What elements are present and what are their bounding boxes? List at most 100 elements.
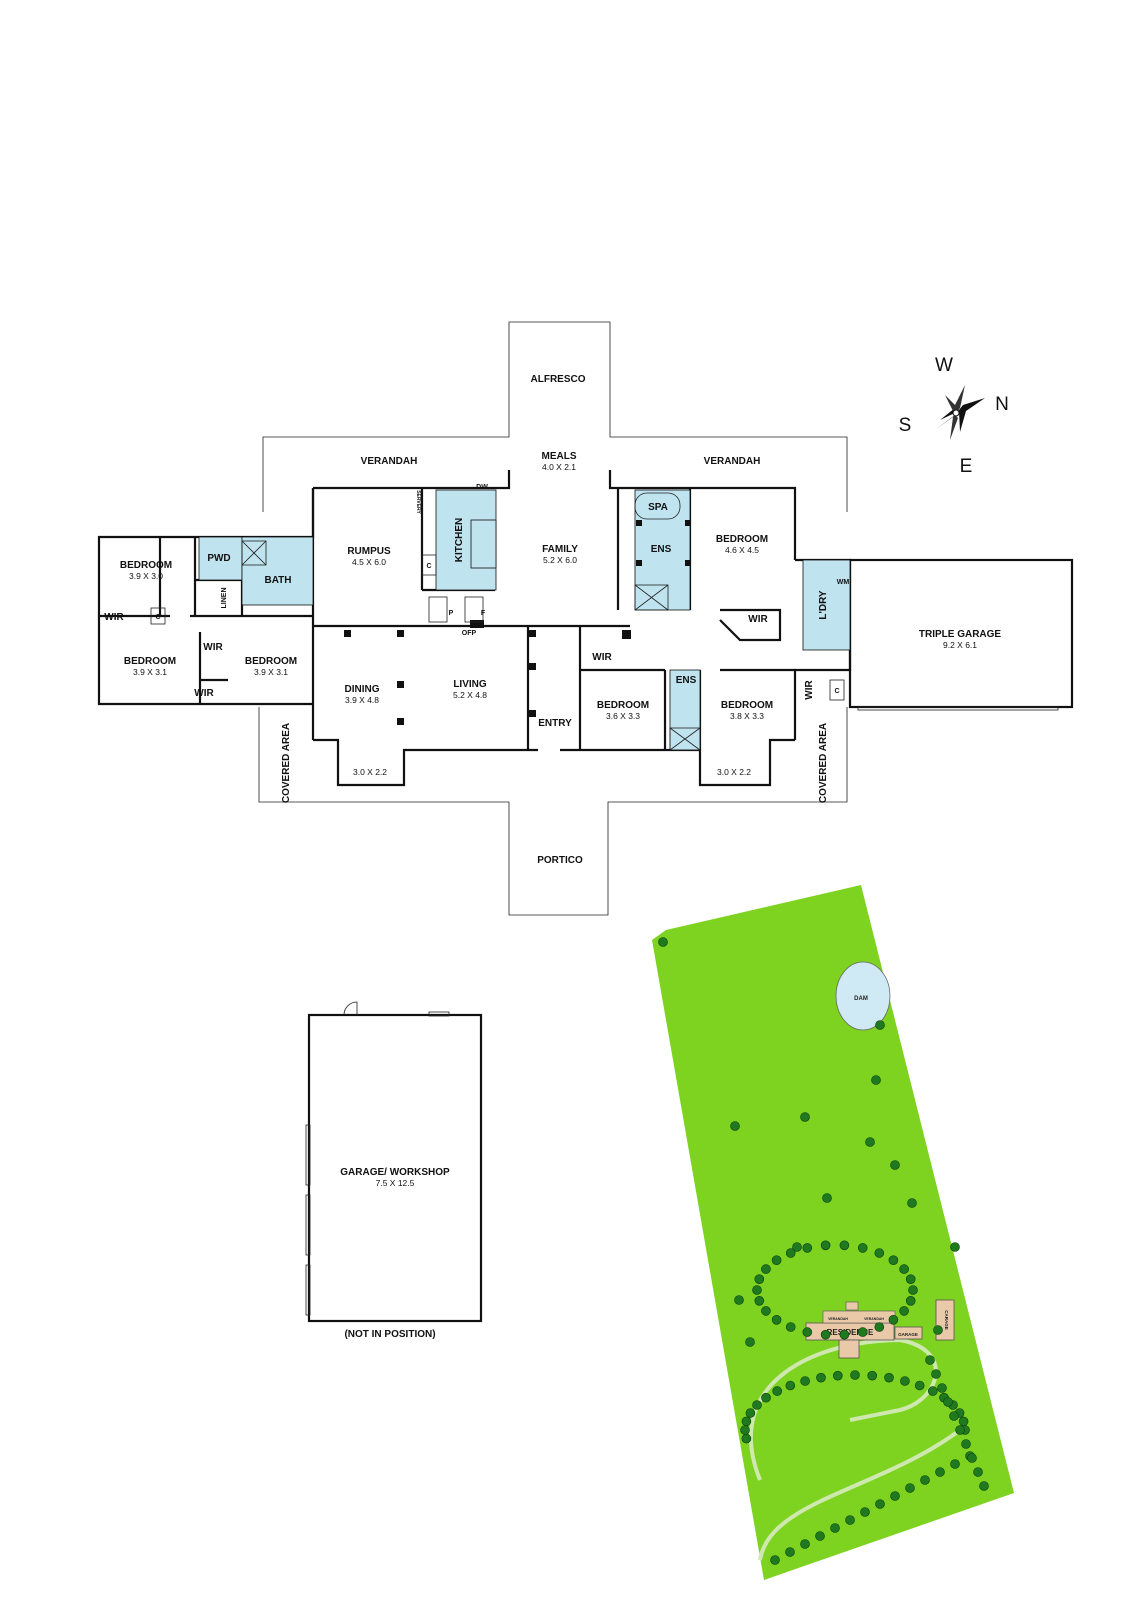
room-bedroom-e2-dim: 3.8 X 3.3 [730, 711, 764, 721]
tree-icon [771, 1315, 782, 1325]
tree-icon [888, 1255, 899, 1265]
tree-icon [890, 1160, 900, 1170]
tree-icon [745, 1337, 755, 1347]
compass-e: E [960, 456, 973, 477]
tree-icon [955, 1425, 965, 1435]
tree-icon [933, 1325, 943, 1335]
dam-shape [835, 961, 891, 1031]
fixture-c2: C [426, 563, 431, 570]
site-trees [658, 937, 989, 1565]
fixture-p: P [449, 610, 454, 617]
fixture-shapes [150, 492, 1059, 751]
room-bay-right-dim: 3.0 X 2.2 [717, 767, 751, 777]
room-rumpus: RUMPUS [347, 546, 391, 557]
tree-icon [740, 1425, 750, 1435]
room-verandah-left: VERANDAH [361, 456, 418, 467]
fixture-labels: C C C P F OFP DW WM SERVERY [155, 484, 849, 695]
tree-icon [875, 1020, 885, 1030]
fixture-c3: C [834, 688, 839, 695]
tree-icon [973, 1467, 983, 1477]
room-wir-1: WIR [104, 612, 124, 623]
tree-icon [785, 1322, 796, 1332]
room-wir-3: WIR [194, 688, 214, 699]
room-dining-dim: 3.9 X 4.8 [345, 695, 379, 705]
tree-icon [927, 1386, 938, 1396]
room-bedroom-nw: BEDROOM [120, 560, 172, 571]
tree-icon [899, 1306, 909, 1316]
room-meals-dim: 4.0 X 2.1 [542, 462, 576, 472]
tree-icon [820, 1329, 831, 1340]
tree-icon [741, 1433, 752, 1444]
tree-icon [770, 1555, 780, 1565]
room-bedroom-e1: BEDROOM [597, 700, 649, 711]
site-carage: CARAGE [944, 1310, 949, 1330]
tree-icon [899, 1264, 909, 1274]
tree-icon [860, 1507, 870, 1517]
room-bedroom-master-dim: 4.6 X 4.5 [725, 545, 759, 555]
workshop-note: (NOT IN POSITION) [344, 1329, 435, 1340]
compass-s: S [899, 415, 912, 436]
room-verandah-right: VERANDAH [704, 456, 761, 467]
room-bedroom-master: BEDROOM [716, 534, 768, 545]
room-labels: ALFRESCO MEALS 4.0 X 2.1 VERANDAH VERAND… [104, 374, 1001, 866]
tree-icon [967, 1453, 977, 1463]
room-laundry: L'DRY [818, 590, 829, 620]
fixture-f: F [481, 610, 486, 617]
tree-icon [871, 1075, 881, 1085]
room-alfresco: ALFRESCO [531, 374, 586, 385]
room-ens-master: ENS [651, 544, 672, 555]
tree-icon [832, 1370, 843, 1381]
tree-icon [785, 1380, 796, 1391]
tree-icon [741, 1416, 752, 1427]
room-bath: BATH [264, 575, 291, 586]
tree-icon [865, 1137, 875, 1147]
tree-icon [961, 1439, 971, 1449]
room-bedroom-w2: BEDROOM [245, 656, 297, 667]
tree-icon [839, 1329, 850, 1340]
tree-icon [867, 1370, 878, 1381]
site-residence: RESIDENCE [827, 1328, 874, 1337]
tree-icon [754, 1296, 765, 1306]
tree-icon [850, 1370, 860, 1380]
tree-icon [839, 1240, 850, 1251]
tree-icon [745, 1408, 756, 1418]
room-covered-left: COVERED AREA [281, 723, 292, 803]
tree-icon [931, 1369, 941, 1379]
fixture-c1: C [155, 614, 160, 621]
room-kitchen: KITCHEN [454, 518, 465, 562]
tree-icon [772, 1386, 783, 1396]
room-rumpus-dim: 4.5 X 6.0 [352, 557, 386, 567]
room-wir-5: WIR [748, 614, 768, 625]
tree-icon [785, 1547, 795, 1557]
tree-icon [950, 1242, 960, 1252]
site-dam: DAM [854, 996, 868, 1002]
site-verandah-a: VERANDAH [828, 1317, 848, 1321]
tree-icon [830, 1523, 840, 1533]
tree-icon [734, 1295, 744, 1305]
room-bedroom-w2-dim: 3.9 X 3.1 [254, 667, 288, 677]
room-entry: ENTRY [538, 718, 572, 729]
workshop-dim: 7.5 X 12.5 [376, 1178, 415, 1188]
tree-icon [771, 1255, 782, 1265]
tree-icon [874, 1248, 885, 1258]
lawn-area [652, 885, 1014, 1580]
tree-icon [857, 1243, 868, 1253]
tree-icon [905, 1274, 916, 1284]
room-spa: SPA [648, 502, 668, 513]
tree-icon [925, 1355, 935, 1365]
tree-icon [800, 1112, 810, 1122]
house-walls [97, 470, 1074, 787]
room-bedroom-sw: BEDROOM [124, 656, 176, 667]
outdoor-outlines [258, 321, 848, 916]
room-meals: MEALS [542, 451, 577, 462]
tree-icon [949, 1411, 959, 1421]
tree-icon [875, 1499, 885, 1509]
tree-icon [792, 1242, 802, 1252]
fixture-ofp: OFP [462, 630, 477, 637]
workshop-plan: GARAGE/ WORKSHOP 7.5 X 12.5 (NOT IN POSI… [305, 1001, 483, 1340]
tree-icon [730, 1121, 740, 1131]
site-garage: GARAGE [898, 1332, 918, 1337]
tree-icon [761, 1306, 771, 1316]
tree-icon [905, 1296, 916, 1306]
